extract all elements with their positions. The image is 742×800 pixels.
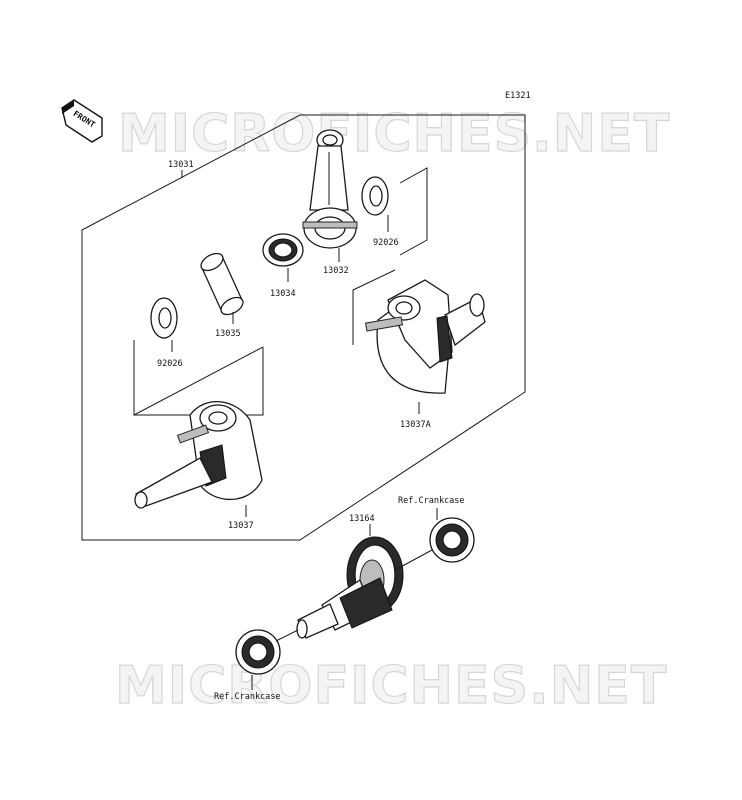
bracket-13037 (134, 347, 264, 416)
label-13031: 13031 (168, 160, 194, 170)
diagram-code: E1321 (505, 91, 531, 101)
leader-bearing-bottom (275, 629, 299, 642)
label-13032: 13032 (323, 266, 349, 276)
label-ref-crankcase-bottom: Ref.Crankcase (214, 692, 281, 702)
crank-pin (200, 252, 244, 316)
ball-bearing-bottom (235, 629, 281, 675)
washer-lower (150, 297, 178, 339)
ball-bearing-top (429, 517, 475, 563)
connecting-rod (302, 129, 358, 249)
label-13034: 13034 (270, 289, 296, 299)
watermark-top: MICROFICHES.NET (118, 104, 670, 164)
label-13037A: 13037A (400, 420, 431, 430)
bracket-92026-lower (133, 340, 264, 416)
label-92026-lower: 92026 (157, 359, 183, 369)
assembly-outline (81, 114, 526, 541)
label-92026-top: 92026 (373, 238, 399, 248)
balancer-shaft (296, 536, 404, 639)
bracket-13037A (352, 269, 396, 345)
washer-top (361, 176, 389, 216)
bracket-92026-top (399, 167, 428, 256)
needle-bearing (262, 233, 304, 267)
front-arrow-icon: FRONT (61, 99, 103, 143)
crank-half-left (134, 401, 263, 509)
label-13164: 13164 (349, 514, 375, 524)
watermark-bottom: MICROFICHES.NET (115, 656, 667, 716)
label-13035: 13035 (215, 329, 241, 339)
leader-bearing-top (394, 549, 433, 571)
label-ref-crankcase-top: Ref.Crankcase (398, 496, 465, 506)
label-13037: 13037 (228, 521, 254, 531)
crank-half-right (364, 279, 486, 394)
